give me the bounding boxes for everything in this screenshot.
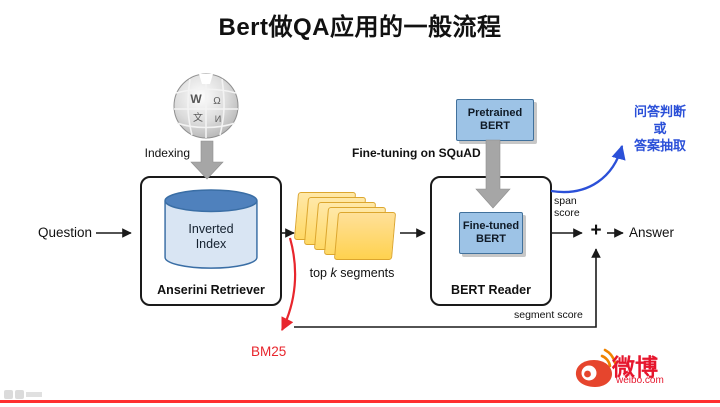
qa-note-arrow [550,144,626,194]
weibo-logo-icon [575,348,616,387]
indexing-block-arrow [190,140,224,180]
plus-combiner: + [590,220,602,241]
inverted-index-cylinder [164,189,258,269]
segment-card [333,212,397,260]
inverted-index-label: Inverted Index [188,222,234,251]
segment-score-label: segment score [514,309,583,321]
svg-text:И: И [215,114,221,124]
segments-stack [293,192,406,262]
bm25-arrow [281,237,297,331]
svg-text:文: 文 [193,111,203,124]
fine-tuned-bert-box: Fine-tuned BERT [459,212,523,254]
answer-label: Answer [629,225,675,240]
weibo-brand-text: 微博 [612,354,658,380]
bert-reader-label: BERT Reader [451,283,531,297]
anserini-retriever-label: Anserini Retriever [157,283,265,297]
bottom-red-line [0,400,720,403]
bm25-label: BM25 [251,344,287,359]
anserini-retriever-box: Inverted Index Anserini Retriever [140,176,282,306]
pretrained-bert-box: Pretrained BERT [456,99,534,141]
indexing-label: Indexing [144,146,190,160]
question-label: Question [38,225,93,240]
fine-tuning-label: Fine-tuning on SQuAD [352,146,481,160]
watermark [4,386,50,401]
svg-text:Ω: Ω [213,96,221,107]
bert-reader-box: Fine-tuned BERT BERT Reader [430,176,552,306]
page-title: Bert做QA应用的一般流程 [218,14,502,41]
weibo-url-text: weibo.com [616,375,664,386]
wikipedia-globe-icon: W Ω 文 И [173,73,239,139]
span-score-label: span score [554,195,580,219]
svg-text:W: W [190,92,202,106]
qa-note-text: 问答判断 或 答案抽取 [633,104,686,153]
top-k-segments-label: top k segments [309,266,395,280]
k-variable: k [330,266,337,280]
